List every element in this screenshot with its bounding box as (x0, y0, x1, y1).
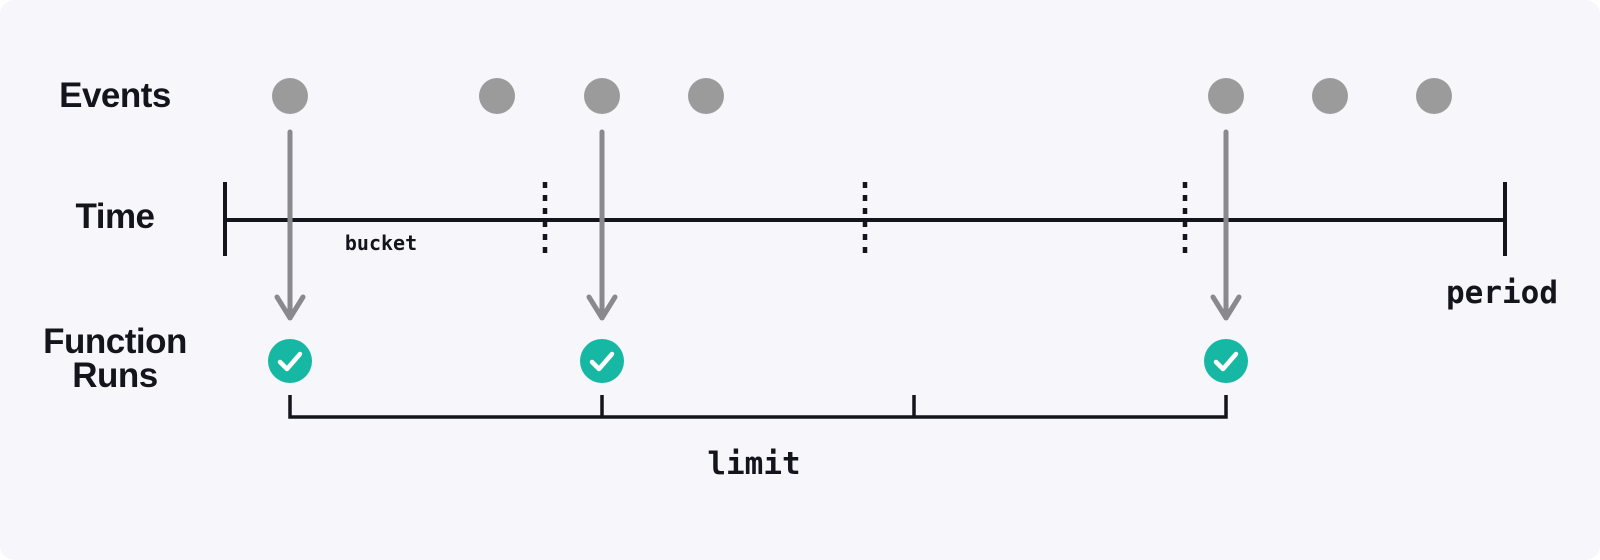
arrow-head-icon (1210, 294, 1242, 321)
events-row-label: Events (59, 76, 171, 115)
check-icon (277, 351, 303, 372)
event-dot-icon (272, 78, 308, 114)
function-run-circle (268, 339, 312, 383)
function-run-circle (1204, 339, 1248, 383)
function-run-circle (580, 339, 624, 383)
time-row-label: Time (75, 197, 155, 236)
arrow-head-icon (274, 294, 306, 321)
event-dot-icon (1416, 78, 1452, 114)
period-label: period (1446, 275, 1558, 311)
event-dot-icon (1208, 78, 1244, 114)
event-dot-icon (584, 78, 620, 114)
event-dot-icon (688, 78, 724, 114)
arrow-head-icon (586, 294, 618, 321)
limit-label: limit (707, 446, 801, 482)
event-dot-icon (479, 78, 515, 114)
function-runs-row-label: Function Runs (43, 322, 187, 395)
check-icon (589, 351, 615, 372)
event-dot-icon (1312, 78, 1348, 114)
limit-bracket (288, 395, 1228, 419)
check-icon (1213, 351, 1239, 372)
bucket-label: bucket (344, 231, 418, 255)
